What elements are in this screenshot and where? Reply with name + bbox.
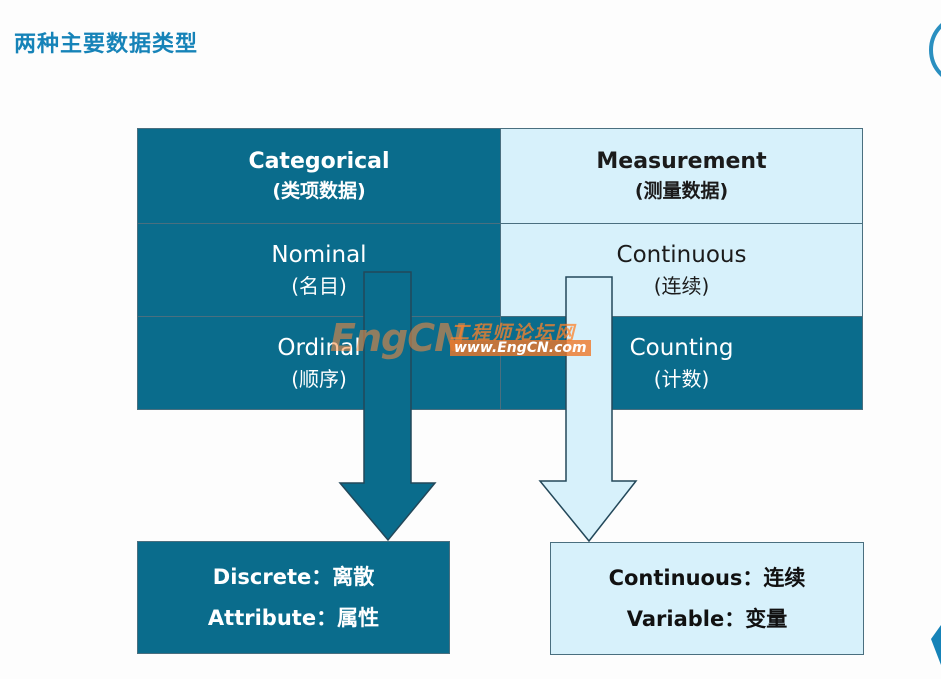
corner-circle-decoration: [929, 23, 941, 77]
variable-label: Variable：变量: [626, 606, 788, 631]
measurement-label: Measurement: [596, 149, 767, 175]
watermark-url: www.EngCN.com: [450, 340, 591, 356]
continuous-cn-label: (连续): [653, 274, 710, 299]
counting-label: Counting: [629, 334, 734, 361]
result-box-discrete: Discrete：离散 Attribute：属性: [137, 541, 450, 654]
down-arrow-right: [538, 276, 638, 543]
cell-ordinal: Ordinal (顺序): [137, 316, 501, 410]
corner-shape-decoration: [931, 625, 941, 665]
watermark: EngCN 工程师论坛网 www.EngCN.com: [330, 316, 620, 364]
ordinal-label: Ordinal: [277, 334, 361, 361]
categorical-cn-label: (类项数据): [272, 180, 366, 203]
continuous-result-label: Continuous：连续: [608, 565, 806, 590]
slide-title: 两种主要数据类型: [14, 32, 199, 57]
continuous-label: Continuous: [616, 241, 747, 268]
cell-nominal: Nominal (名目): [137, 223, 501, 317]
watermark-site-name: 工程师论坛网: [450, 322, 577, 344]
result-box-continuous: Continuous：连续 Variable：变量: [550, 542, 864, 655]
nominal-label: Nominal: [271, 241, 367, 268]
ordinal-cn-label: (顺序): [291, 367, 347, 392]
cell-continuous: Continuous (连续): [500, 223, 863, 317]
header-categorical: Categorical (类项数据): [137, 128, 501, 224]
measurement-cn-label: (测量数据): [634, 180, 729, 203]
categorical-label: Categorical: [248, 149, 390, 175]
attribute-label: Attribute：属性: [207, 605, 380, 630]
counting-cn-label: (计数): [653, 367, 710, 392]
discrete-label: Discrete：离散: [212, 564, 375, 589]
watermark-brand: EngCN: [330, 316, 466, 360]
down-arrow-left: [338, 271, 437, 542]
nominal-cn-label: (名目): [291, 274, 347, 299]
cell-counting: Counting (计数): [500, 316, 863, 410]
header-measurement: Measurement (测量数据): [500, 128, 863, 224]
